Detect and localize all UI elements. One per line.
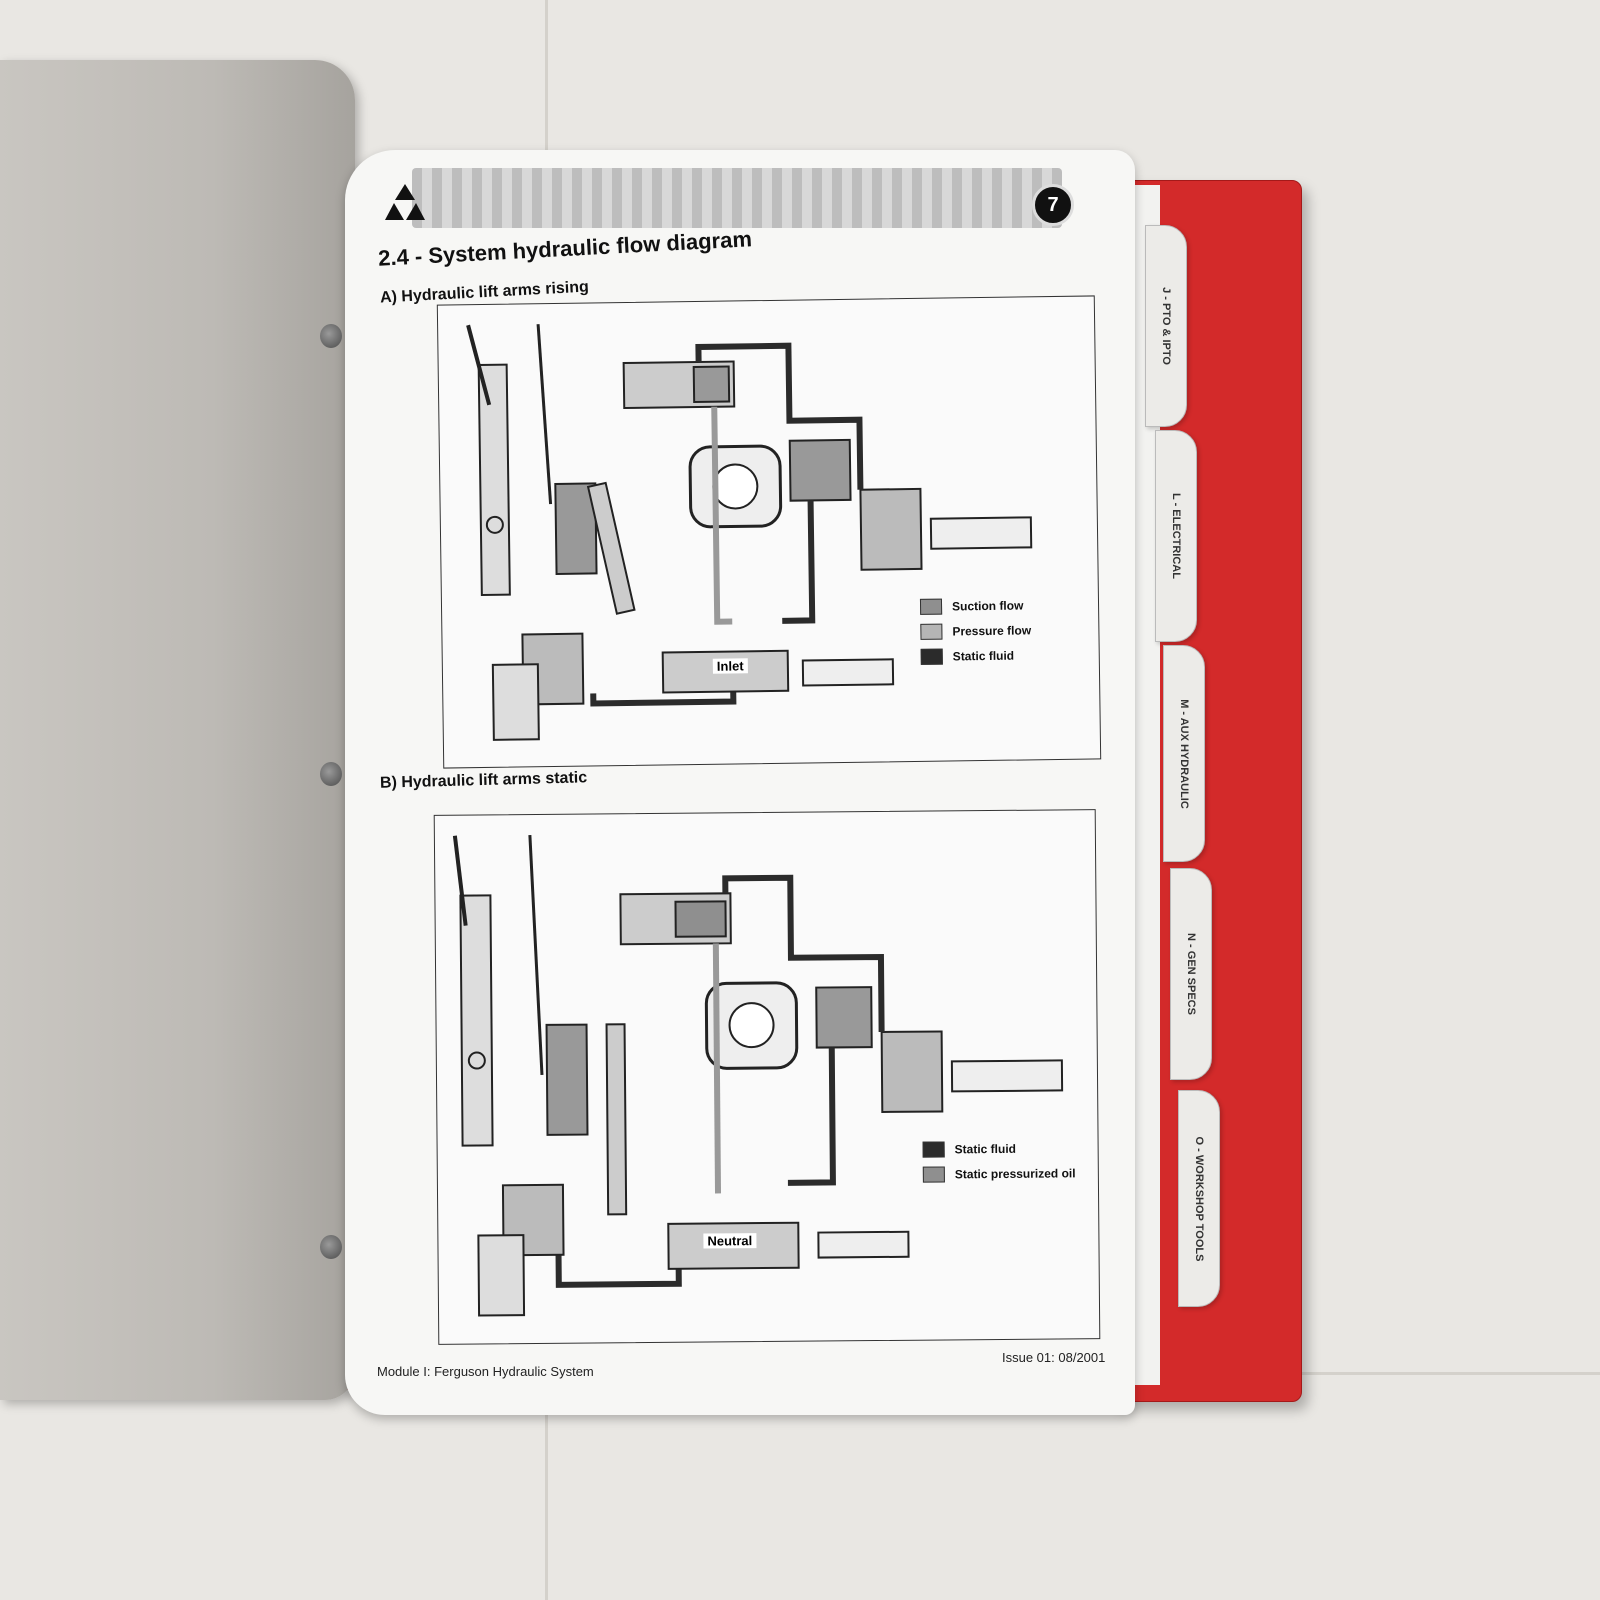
tab-pto[interactable]: J - PTO & IPTO xyxy=(1145,225,1187,427)
hydraulic-schematic-a xyxy=(466,324,1033,741)
legend-label: Pressure flow xyxy=(952,623,1032,639)
legend-item: Suction flow xyxy=(919,597,1031,615)
legend-item: Static fluid xyxy=(922,1140,1076,1158)
legend-item: Pressure flow xyxy=(920,622,1031,640)
binder-ring xyxy=(320,762,342,786)
legend-swatch xyxy=(922,1141,945,1158)
legend-a: Suction flow Pressure flow Static fluid xyxy=(919,597,1032,674)
valve-label-inlet: Inlet xyxy=(712,658,748,674)
binder-ring xyxy=(320,324,342,348)
legend-label: Suction flow xyxy=(951,598,1024,614)
footer-module: Module I: Ferguson Hydraulic System xyxy=(377,1364,594,1379)
valve-label-neutral: Neutral xyxy=(703,1233,757,1249)
diagram-b: Neutral Static fluid Static pressurized … xyxy=(433,809,1101,1345)
tab-label: L - ELECTRICAL xyxy=(1170,493,1182,579)
tab-gen-specs[interactable]: N - GEN SPECS xyxy=(1170,868,1212,1080)
header-band xyxy=(412,168,1062,228)
legend-label: Static pressurized oil xyxy=(954,1166,1076,1182)
binder-ring xyxy=(320,1235,342,1259)
tab-workshop-tools[interactable]: O - WORKSHOP TOOLS xyxy=(1178,1090,1220,1307)
triple-triangle-logo-icon xyxy=(385,184,425,220)
tab-aux-hydraulic[interactable]: M - AUX HYDRAULIC xyxy=(1163,645,1205,862)
legend-swatch xyxy=(920,648,943,665)
legend-label: Static fluid xyxy=(954,1141,1017,1157)
legend-swatch xyxy=(920,623,943,640)
legend-item: Static fluid xyxy=(920,647,1032,665)
diagram-a: Inlet Suction flow Pressure flow Static … xyxy=(436,295,1102,769)
tab-electrical[interactable]: L - ELECTRICAL xyxy=(1155,430,1197,642)
hydraulic-schematic-b xyxy=(452,834,1064,1317)
legend-item: Static pressurized oil xyxy=(922,1165,1076,1183)
tab-label: M - AUX HYDRAULIC xyxy=(1178,698,1190,809)
tab-label: N - GEN SPECS xyxy=(1185,933,1197,1015)
left-page xyxy=(0,60,355,1400)
legend-b: Static fluid Static pressurized oil xyxy=(922,1140,1076,1191)
tab-label: J - PTO & IPTO xyxy=(1160,287,1172,365)
legend-label: Static fluid xyxy=(952,648,1015,664)
tab-label: O - WORKSHOP TOOLS xyxy=(1193,1136,1205,1261)
page-number: 7 xyxy=(1032,184,1074,226)
legend-swatch xyxy=(919,598,943,615)
legend-swatch xyxy=(922,1166,945,1183)
footer-issue: Issue 01: 08/2001 xyxy=(1002,1350,1106,1365)
